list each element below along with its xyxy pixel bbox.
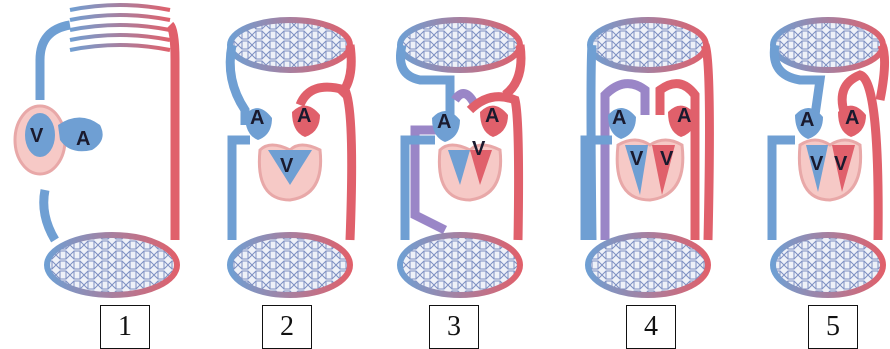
circulation-diagrams: V A A A V A A V bbox=[0, 0, 890, 300]
arterial-vessel bbox=[705, 45, 709, 240]
chamber-label: A bbox=[297, 105, 311, 127]
venous-vessel bbox=[232, 140, 250, 240]
diagram-number-4: 4 bbox=[626, 305, 676, 349]
upper-capillary-network bbox=[590, 20, 706, 70]
venous-vessel bbox=[772, 140, 795, 240]
chamber-label: A bbox=[250, 107, 264, 129]
lower-capillary-network bbox=[400, 235, 520, 295]
chamber-label: V bbox=[280, 155, 294, 177]
diagram-number-2: 2 bbox=[262, 305, 312, 349]
lower-capillary-network bbox=[47, 235, 177, 295]
chamber-label: A bbox=[437, 111, 451, 133]
chamber-label: A bbox=[845, 107, 859, 129]
venous-vessel bbox=[44, 190, 55, 240]
diagram-3: A A V bbox=[400, 20, 521, 295]
chamber-label: A bbox=[485, 105, 499, 127]
venous-vessel bbox=[40, 25, 70, 100]
upper-capillary-network bbox=[70, 5, 170, 50]
upper-capillary-network bbox=[773, 20, 883, 70]
chamber-label: A bbox=[800, 109, 814, 131]
diagram-4: A A V V bbox=[585, 20, 709, 295]
upper-capillary-network bbox=[230, 20, 350, 70]
chamber-label: A bbox=[76, 128, 90, 150]
diagram-number-5: 5 bbox=[808, 305, 858, 349]
heart bbox=[439, 145, 500, 200]
chamber-label: V bbox=[472, 138, 486, 160]
chamber-label: V bbox=[810, 153, 824, 175]
chamber-label: A bbox=[677, 105, 691, 127]
diagram-1: V A bbox=[15, 5, 177, 295]
diagram-2: A A V bbox=[230, 20, 352, 295]
chamber-label: V bbox=[630, 148, 644, 170]
diagram-5: A A V V bbox=[772, 20, 885, 295]
chamber-label: V bbox=[834, 153, 848, 175]
chamber-label: V bbox=[660, 148, 674, 170]
chamber-label: V bbox=[30, 125, 44, 147]
lower-capillary-network bbox=[588, 235, 708, 295]
arterial-vessel bbox=[170, 25, 175, 240]
upper-capillary-network bbox=[400, 20, 520, 70]
lower-capillary-network bbox=[773, 235, 883, 295]
diagram-number-3: 3 bbox=[429, 305, 479, 349]
lower-capillary-network bbox=[230, 235, 350, 295]
diagram-number-1: 1 bbox=[100, 305, 150, 349]
chamber-label: A bbox=[612, 107, 626, 129]
arterial-vessel bbox=[880, 45, 885, 100]
